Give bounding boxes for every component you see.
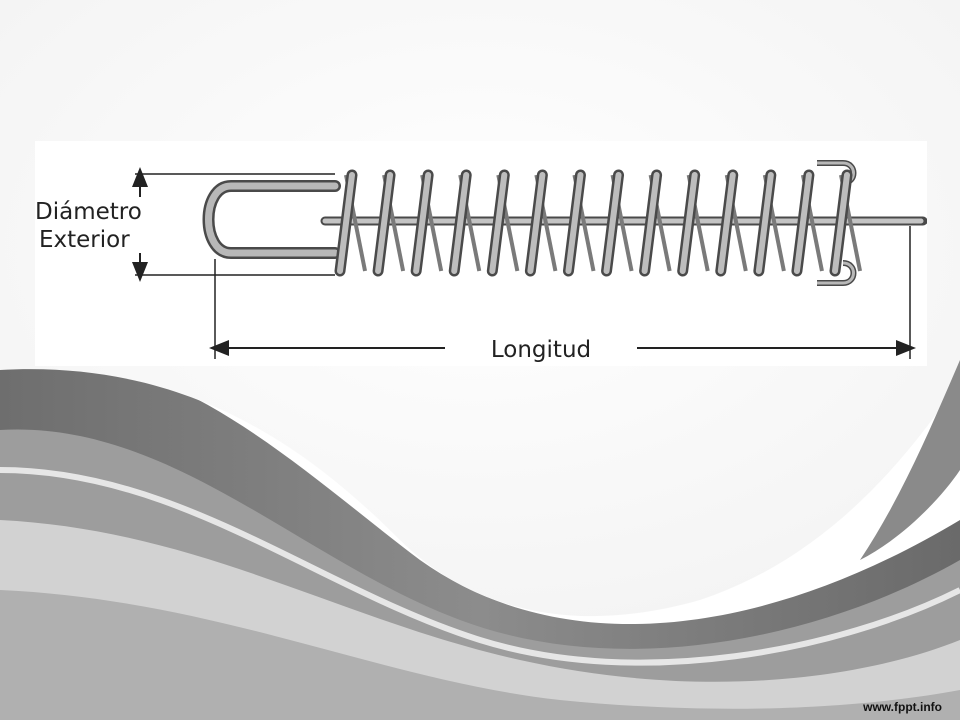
- coil-front-strand: [413, 172, 432, 274]
- coil-front-strand: [489, 172, 508, 274]
- coil-front-strand: [527, 172, 546, 274]
- wave-right-edge: [860, 360, 960, 560]
- spring-diagram: Diámetro Exterior Longitud: [35, 160, 927, 363]
- wave-highlight: [0, 467, 960, 666]
- diameter-label-line1: Diámetro: [35, 199, 142, 225]
- spring-left-hook: [202, 180, 341, 259]
- wave-band-bottom: [0, 590, 960, 720]
- coil-front-strand: [755, 172, 774, 274]
- coil-front-strand: [375, 172, 394, 274]
- coil-front-strand: [641, 172, 660, 274]
- coil-front-strand: [832, 172, 850, 274]
- length-label: Longitud: [491, 337, 591, 363]
- spring-diagram-panel: Diámetro Exterior Longitud: [35, 141, 927, 366]
- coil-front-strand: [565, 172, 584, 274]
- coil-front-strand: [679, 172, 698, 274]
- coil-front-strand: [451, 172, 470, 274]
- coil-front-strand: [717, 172, 736, 274]
- footer-watermark: www.fppt.info: [863, 700, 942, 714]
- coil-front-strand: [603, 172, 622, 274]
- spring-left-hook-inner: [205, 182, 339, 257]
- spring-coils: [334, 169, 863, 277]
- coil-front-strand: [793, 172, 812, 274]
- diameter-label-line2: Exterior: [39, 227, 130, 253]
- coil-front-strand: [337, 172, 355, 274]
